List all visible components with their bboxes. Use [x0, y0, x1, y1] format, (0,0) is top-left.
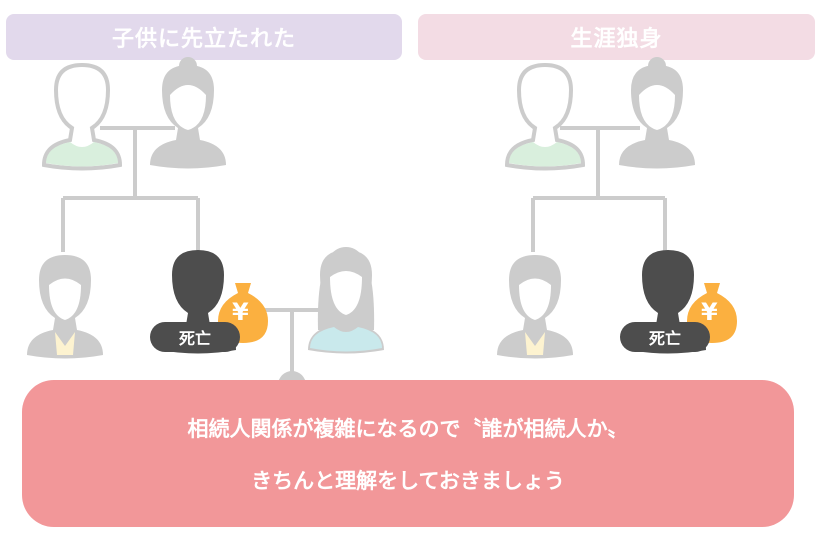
yen-symbol: ¥ [232, 298, 249, 326]
connector-lines [61, 126, 667, 385]
message-box: 相続人関係が複雑になるので〝誰が相続人か〟 きちんと理解をしておきましょう [22, 380, 794, 527]
panel-title-left: 子供に先立たれた [6, 14, 402, 60]
deceased-badge-right: 死亡 [620, 322, 710, 352]
sibling-icon [27, 255, 103, 359]
deceased-badge: 死亡 [150, 322, 240, 352]
message-line-1: 相続人関係が複雑になるので〝誰が相続人か〟 [187, 416, 629, 441]
yen-symbol-right: ¥ [701, 298, 718, 326]
sibling-icon-right [497, 255, 573, 359]
panel-title-right: 生涯独身 [418, 14, 815, 60]
father-icon [42, 63, 122, 171]
message-line-2: きちんと理解をしておきましょう [251, 468, 565, 493]
father-icon-right [505, 63, 585, 171]
spouse-icon [308, 247, 384, 354]
mother-icon-right [619, 57, 695, 169]
mother-icon [150, 57, 226, 169]
